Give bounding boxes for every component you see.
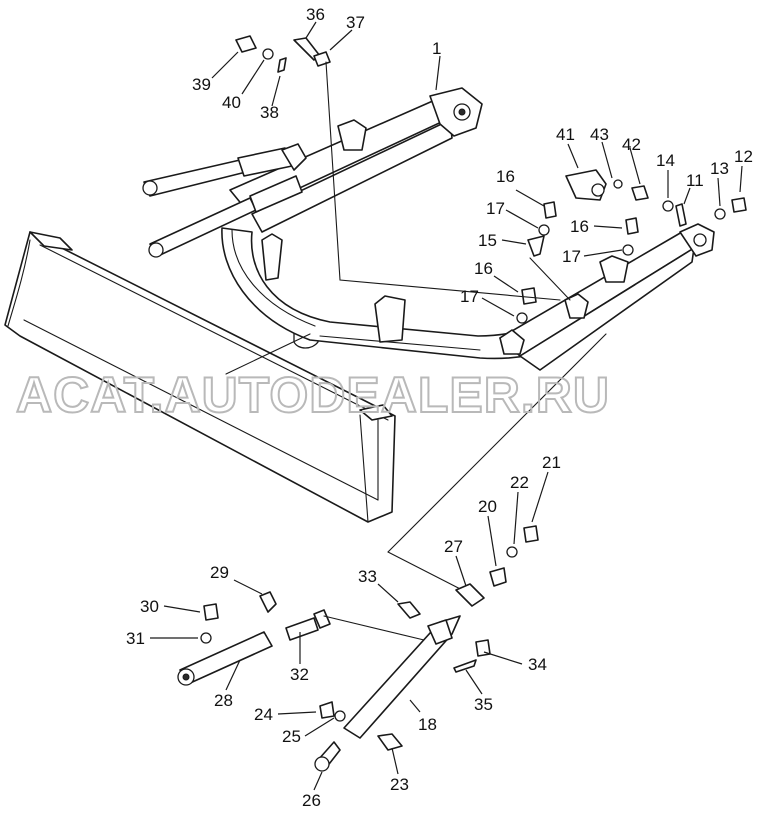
lower-assembly bbox=[177, 525, 539, 772]
watermark-text: ACAT.AUTODEALER.RU bbox=[16, 367, 610, 423]
callout-24: 24 bbox=[254, 705, 273, 724]
callout-33: 33 bbox=[358, 567, 377, 586]
callout-labels: 1 11 12 13 14 15 16 16 16 17 17 17 18 20… bbox=[126, 5, 753, 810]
callout-37: 37 bbox=[346, 13, 365, 32]
callout-43: 43 bbox=[590, 125, 609, 144]
callout-13: 13 bbox=[710, 159, 729, 178]
callout-11: 11 bbox=[686, 171, 704, 190]
callout-32: 32 bbox=[290, 665, 309, 684]
callout-20: 20 bbox=[478, 497, 497, 516]
callout-17-c: 17 bbox=[460, 287, 479, 306]
callout-18: 18 bbox=[418, 715, 437, 734]
callout-39: 39 bbox=[192, 75, 211, 94]
callout-16-c: 16 bbox=[474, 259, 493, 278]
callout-38: 38 bbox=[260, 103, 279, 122]
callout-17-a: 17 bbox=[486, 199, 505, 218]
callout-40: 40 bbox=[222, 93, 241, 112]
callout-23: 23 bbox=[390, 775, 409, 794]
callout-27: 27 bbox=[444, 537, 463, 556]
callout-41: 41 bbox=[556, 125, 575, 144]
callout-30: 30 bbox=[140, 597, 159, 616]
callout-15: 15 bbox=[478, 231, 497, 250]
callout-28: 28 bbox=[214, 691, 233, 710]
callout-25: 25 bbox=[282, 727, 301, 746]
top-fasteners bbox=[235, 35, 331, 73]
callout-16-b: 16 bbox=[570, 217, 589, 236]
callout-22: 22 bbox=[510, 473, 529, 492]
callout-21: 21 bbox=[542, 453, 561, 472]
callout-12: 12 bbox=[734, 147, 753, 166]
callout-17-b: 17 bbox=[562, 247, 581, 266]
leader-lines bbox=[150, 21, 743, 791]
callout-29: 29 bbox=[210, 563, 229, 582]
callout-42: 42 bbox=[622, 135, 641, 154]
callout-36: 36 bbox=[306, 5, 325, 24]
callout-1: 1 bbox=[432, 39, 441, 58]
callout-35: 35 bbox=[474, 695, 493, 714]
guide-lines bbox=[225, 61, 607, 597]
callout-26: 26 bbox=[302, 791, 321, 810]
right-fasteners bbox=[516, 169, 747, 324]
callout-31: 31 bbox=[126, 629, 145, 648]
callout-14: 14 bbox=[656, 151, 675, 170]
c-frame bbox=[221, 87, 715, 371]
upper-cylinders bbox=[142, 143, 307, 258]
callout-16-a: 16 bbox=[496, 167, 515, 186]
callout-34: 34 bbox=[528, 655, 547, 674]
